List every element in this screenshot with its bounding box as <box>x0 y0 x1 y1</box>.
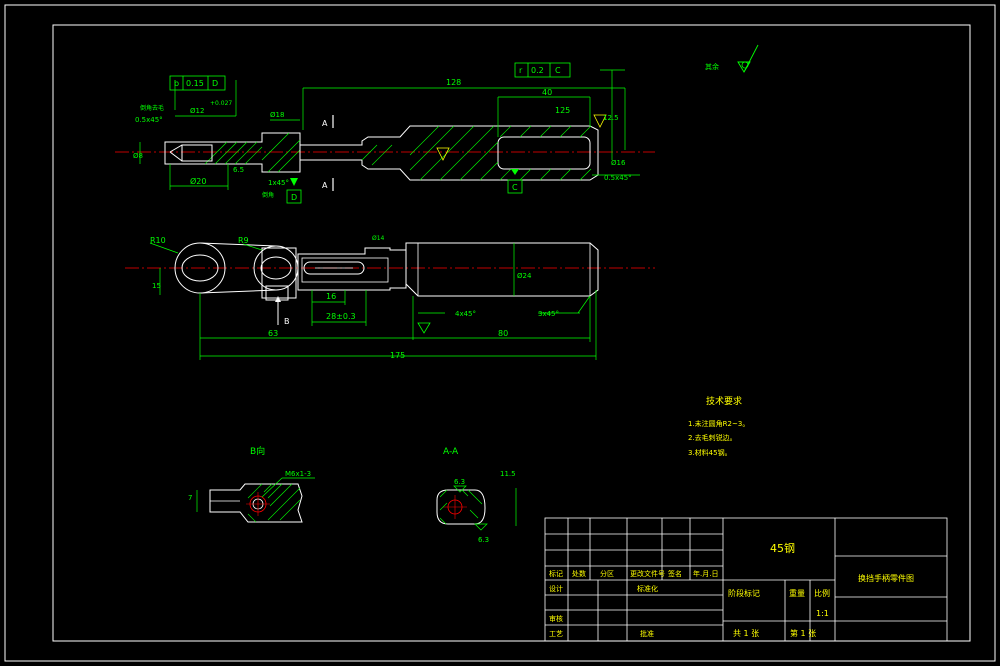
part-name: 换挡手柄零件图 <box>858 573 914 583</box>
svg-text:63: 63 <box>268 329 278 338</box>
svg-text:B向: B向 <box>250 445 265 457</box>
svg-text:比例: 比例 <box>814 588 830 598</box>
svg-text:6.3: 6.3 <box>454 478 465 486</box>
svg-text:B: B <box>284 317 290 326</box>
svg-text:125: 125 <box>555 106 570 115</box>
tech-item-2: 2.去毛刺锐边。 <box>688 433 737 442</box>
svg-text:倒角去毛: 倒角去毛 <box>140 104 164 112</box>
svg-text:r: r <box>519 66 523 75</box>
svg-text:Ø12: Ø12 <box>190 107 204 115</box>
svg-text:分区: 分区 <box>600 569 614 578</box>
svg-text:批准: 批准 <box>640 629 654 638</box>
detail-b: B向 M6x1-3 7 <box>188 445 315 523</box>
roughness-other: 其余 <box>705 44 759 73</box>
outer-frame <box>4 4 996 662</box>
svg-text:A: A <box>322 119 328 128</box>
svg-text:处数: 处数 <box>572 569 586 578</box>
svg-text:重量: 重量 <box>789 588 805 598</box>
svg-text:Ø16: Ø16 <box>611 159 626 167</box>
fcf-top-left: b 0.15 D <box>169 75 226 91</box>
title-block-text: 标记 处数 分区 更改文件号 签名 年.月.日 设计 标准化 审核 工艺 批准 … <box>549 542 914 638</box>
material-label: 45钢 <box>770 542 795 555</box>
svg-text:128: 128 <box>446 78 461 87</box>
svg-text:3x45°: 3x45° <box>538 310 559 318</box>
svg-text:标记: 标记 <box>549 569 563 578</box>
svg-text:6.5: 6.5 <box>233 166 244 174</box>
svg-text:共 1 张: 共 1 张 <box>733 629 759 638</box>
inner-frame <box>52 24 971 642</box>
svg-text:R9: R9 <box>238 236 249 245</box>
svg-text:Ø14: Ø14 <box>372 235 385 242</box>
svg-text:b: b <box>174 79 179 88</box>
svg-text:阶段标记: 阶段标记 <box>728 588 760 598</box>
svg-text:1:1: 1:1 <box>816 609 829 618</box>
detail-a: A-A 11.5 6.3 6.3 <box>436 447 517 544</box>
svg-text:C: C <box>555 66 561 75</box>
svg-text:0.5x45°: 0.5x45° <box>604 174 632 182</box>
svg-text:R10: R10 <box>150 236 166 245</box>
svg-text:Ø18: Ø18 <box>270 111 284 119</box>
tech-title: 技术要求 <box>706 395 742 407</box>
svg-text:80: 80 <box>498 329 508 338</box>
svg-text:0.15: 0.15 <box>186 79 204 88</box>
svg-text:D: D <box>212 79 218 88</box>
svg-text:40: 40 <box>542 88 552 97</box>
svg-text:D: D <box>291 193 297 202</box>
svg-text:1x45°: 1x45° <box>268 179 289 187</box>
svg-text:11.5: 11.5 <box>500 470 516 478</box>
svg-text:工艺: 工艺 <box>549 630 563 638</box>
svg-text:Ø20: Ø20 <box>190 176 206 186</box>
fcf-top-right: r 0.2 C <box>514 62 571 78</box>
top-view: 128 40 125 Ø8 Ø20 6.5 Ø18 1x45° Ø16 0.5x… <box>115 62 655 204</box>
svg-text:4x45°: 4x45° <box>455 310 476 318</box>
svg-text:倒角: 倒角 <box>262 191 274 199</box>
svg-text:更改文件号: 更改文件号 <box>630 569 665 578</box>
svg-text:0.5x45°: 0.5x45° <box>135 116 163 124</box>
svg-text:0.2: 0.2 <box>531 66 544 75</box>
tech-item-3: 3.材料45钢。 <box>688 448 732 457</box>
tech-requirements: 技术要求 1.未注圆角R2~3。 2.去毛刺锐边。 3.材料45钢。 <box>688 395 749 457</box>
svg-text:C: C <box>512 183 518 192</box>
svg-text:28±0.3: 28±0.3 <box>326 312 356 321</box>
title-block <box>544 517 948 642</box>
svg-text:第 1 张: 第 1 张 <box>790 628 816 638</box>
svg-text:审核: 审核 <box>549 614 563 623</box>
svg-text:12.5: 12.5 <box>603 114 619 122</box>
svg-text:年.月.日: 年.月.日 <box>693 569 718 578</box>
svg-text:M6x1-3: M6x1-3 <box>285 470 311 478</box>
svg-text:Ø24: Ø24 <box>517 272 532 280</box>
svg-text:标准化: 标准化 <box>637 584 658 593</box>
svg-text:+0.027: +0.027 <box>210 100 232 107</box>
svg-text:7: 7 <box>188 494 192 502</box>
svg-text:16: 16 <box>326 292 336 301</box>
svg-text:A: A <box>322 181 328 190</box>
svg-text:设计: 设计 <box>549 584 563 593</box>
svg-text:其余: 其余 <box>705 62 719 71</box>
svg-text:Ø8: Ø8 <box>133 152 143 160</box>
svg-text:15: 15 <box>152 282 161 290</box>
tech-item-1: 1.未注圆角R2~3。 <box>688 419 749 428</box>
front-view: 63 80 175 28±0.3 16 R10 R9 15 Ø24 4x45° … <box>125 235 655 360</box>
svg-text:175: 175 <box>390 351 405 360</box>
svg-text:6.3: 6.3 <box>478 536 489 544</box>
svg-text:A-A: A-A <box>443 447 459 457</box>
svg-text:签名: 签名 <box>668 569 682 578</box>
